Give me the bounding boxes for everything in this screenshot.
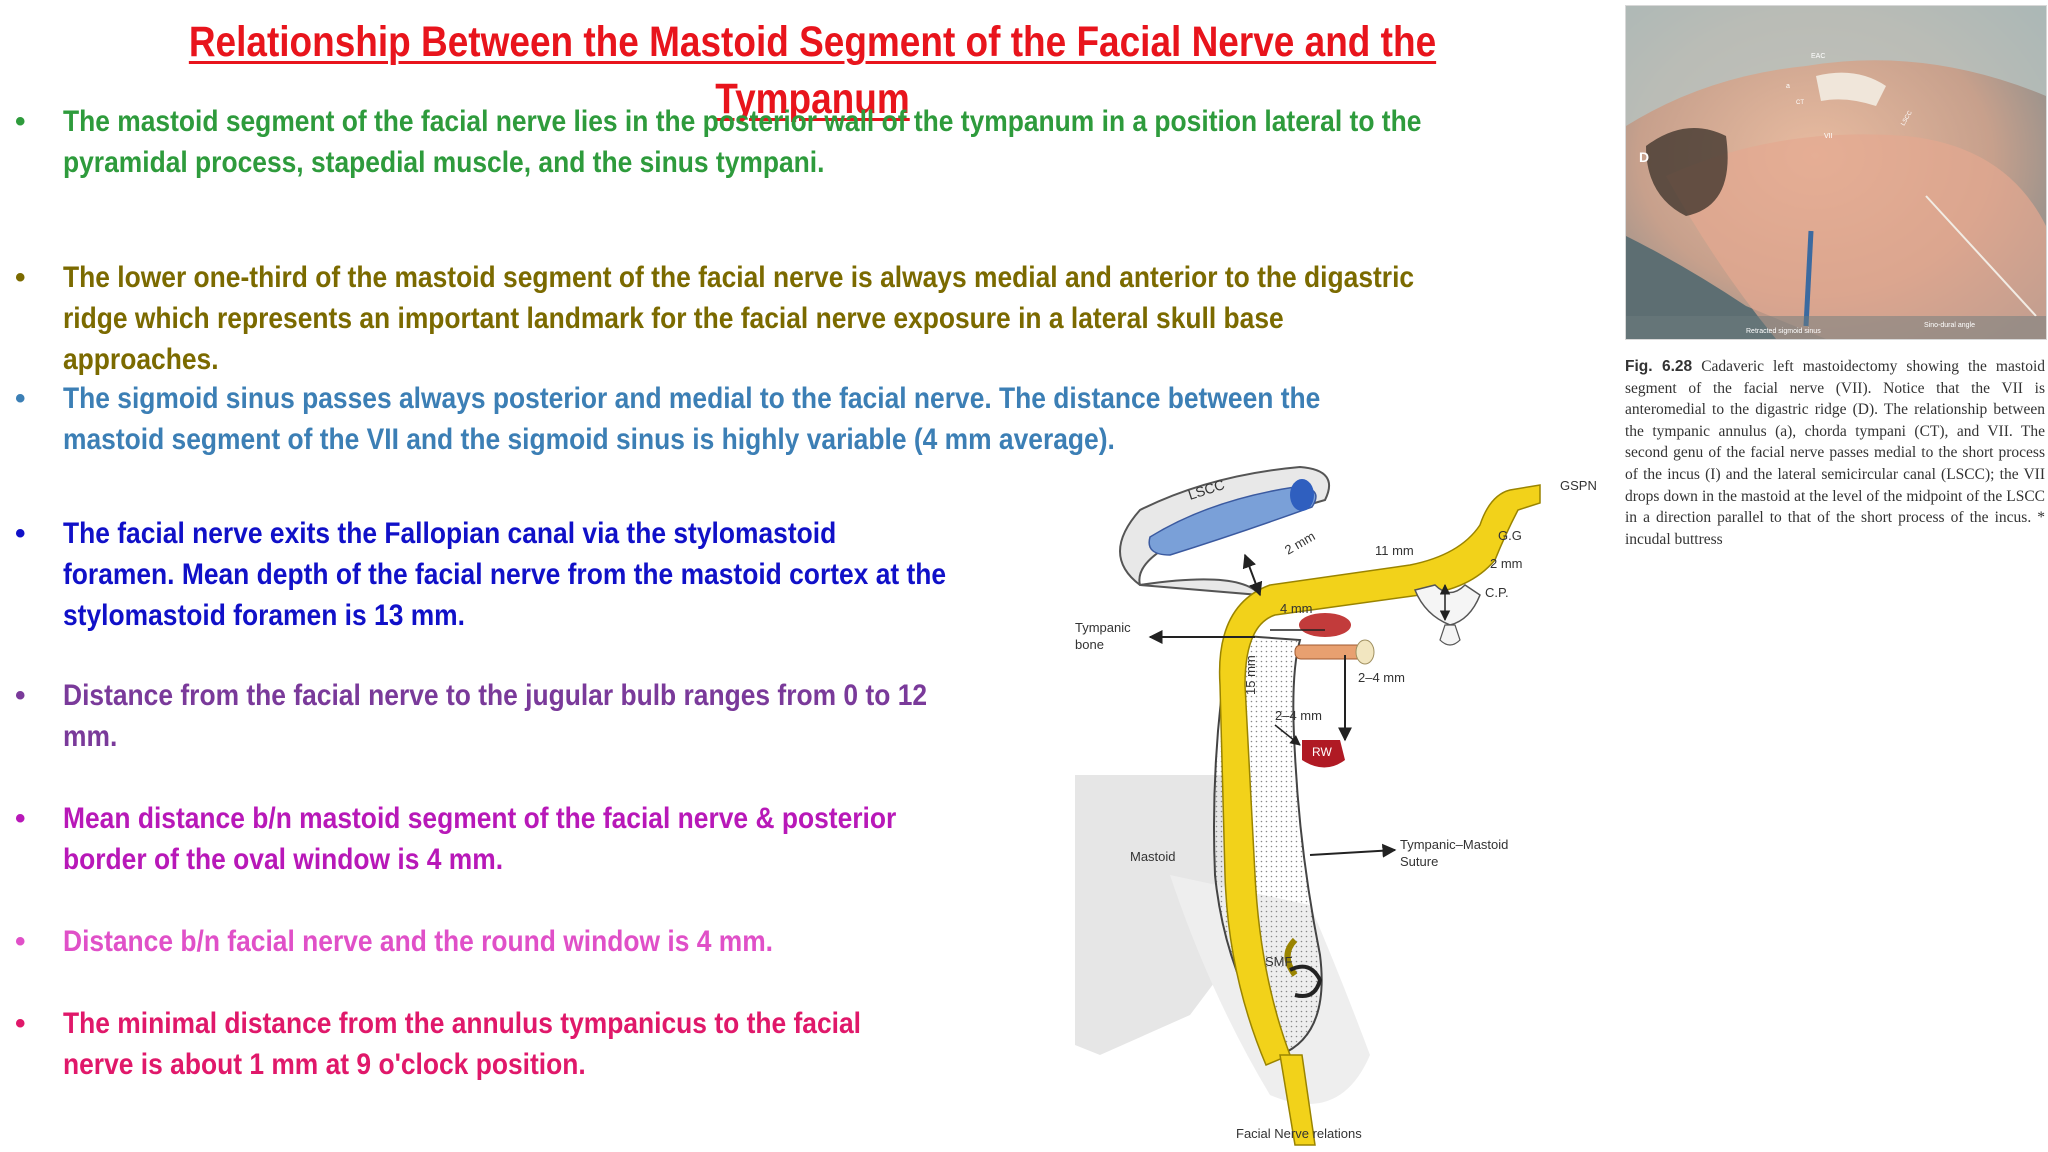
label-gg: G.G	[1498, 528, 1522, 543]
facial-nerve-diagram: LSCC GSPN G.G 11 mm 2 mm 2 mm C.P. 4 mm …	[1075, 465, 1597, 1146]
bullet-text: The lower one-third of the mastoid segme…	[63, 261, 1415, 376]
facial-nerve-lower	[1279, 1054, 1316, 1146]
bullet-text: Distance b/n facial nerve and the round …	[63, 925, 774, 958]
bullet-8: • The minimal distance from the annulus …	[15, 1003, 1045, 1085]
label-suture-2: Suture	[1400, 854, 1438, 869]
bullet-4: • The facial nerve exits the Fallopian c…	[15, 513, 1075, 636]
bullet-text: The facial nerve exits the Fallopian can…	[63, 517, 947, 632]
slide-title: Relationship Between the Mastoid Segment…	[188, 18, 1437, 123]
label-cp: C.P.	[1485, 585, 1509, 600]
photo-label-eac: EAC	[1811, 53, 1825, 60]
bullet-5: • Distance from the facial nerve to the …	[15, 675, 1045, 757]
facial-nerve	[1218, 484, 1541, 1066]
figure-number: Fig. 6.28	[1625, 358, 1693, 375]
cochleariform-process	[1413, 584, 1481, 626]
label-2mm-a: 2 mm	[1282, 528, 1318, 557]
smf-ring	[1289, 964, 1323, 998]
bullet-dot: •	[15, 382, 26, 415]
bullet-dot: •	[15, 925, 26, 958]
figure-caption-text: Cadaveric left mastoidectomy showing the…	[1625, 358, 2045, 548]
bullet-dot: •	[15, 517, 26, 550]
chorda-loop	[1284, 937, 1298, 977]
label-15mm: 15 mm	[1243, 655, 1258, 695]
label-2mm-b: 2 mm	[1490, 556, 1523, 571]
bullet-text: The mastoid segment of the facial nerve …	[63, 105, 1422, 179]
stapes	[1294, 644, 1366, 660]
label-rw: RW	[1312, 745, 1332, 759]
bullet-7: • Distance b/n facial nerve and the roun…	[15, 921, 1045, 962]
label-11mm: 11 mm	[1375, 543, 1414, 558]
cadaveric-photo-drawing: EAC CT VII LSCC a D Retracted sigmoid si…	[1626, 6, 2046, 339]
bullet-dot: •	[15, 802, 26, 835]
photo-label-sinodural: Sino-dural angle	[1924, 322, 1975, 329]
label-gspn: GSPN	[1560, 478, 1597, 493]
label-tympanic-bone-2: bone	[1075, 637, 1104, 652]
bullet-text: Mean distance b/n mastoid segment of the…	[63, 802, 897, 876]
bullet-text: The minimal distance from the annulus ty…	[63, 1007, 862, 1081]
bullet-2: • The lower one-third of the mastoid seg…	[15, 257, 1615, 380]
bullet-dot: •	[15, 1007, 26, 1040]
bullet-6: • Mean distance b/n mastoid segment of t…	[15, 798, 1045, 880]
arrow-suture	[1309, 843, 1397, 858]
photo-label-vii: VII	[1824, 133, 1833, 140]
figure-caption: Fig. 6.28 Cadaveric left mastoidectomy s…	[1625, 356, 2045, 550]
label-4mm: 4 mm	[1280, 601, 1313, 616]
label-2-4mm-a: 2–4 mm	[1358, 670, 1405, 685]
bullet-text: Distance from the facial nerve to the ju…	[63, 679, 928, 753]
bullet-1: • The mastoid segment of the facial nerv…	[15, 101, 1615, 183]
label-mastoid: Mastoid	[1130, 849, 1176, 864]
arrow-lscc-nerve	[1242, 553, 1263, 597]
mastoid-bone	[1075, 775, 1250, 1055]
label-suture-1: Tympanic–Mastoid	[1400, 837, 1508, 852]
diagram-caption: Facial Nerve relations	[1236, 1126, 1362, 1141]
photo-label-a: a	[1786, 83, 1790, 90]
line-2-4mm	[1274, 724, 1301, 746]
stapes-footplate	[1355, 639, 1375, 665]
cadaveric-photo: EAC CT VII LSCC a D Retracted sigmoid si…	[1625, 5, 2047, 340]
bullet-dot: •	[15, 679, 26, 712]
cp-stem	[1439, 624, 1461, 646]
lscc-canal	[1148, 486, 1317, 556]
label-2-4mm-b: 2–4 mm	[1275, 708, 1322, 723]
label-tympanic-bone-1: Tympanic	[1075, 620, 1131, 635]
photo-label-ct: CT	[1796, 100, 1804, 106]
bullet-3: • The sigmoid sinus passes always poster…	[15, 378, 1595, 460]
bullet-dot: •	[15, 105, 26, 138]
incus	[1299, 613, 1351, 637]
label-smf: SMF	[1265, 954, 1293, 969]
round-window	[1302, 740, 1345, 768]
bullet-dot: •	[15, 261, 26, 294]
photo-label-d: D	[1639, 149, 1649, 165]
photo-label-sigmoid: Retracted sigmoid sinus	[1746, 328, 1821, 335]
lscc-ampulla	[1290, 479, 1314, 511]
bullet-text: The sigmoid sinus passes always posterio…	[63, 382, 1321, 456]
